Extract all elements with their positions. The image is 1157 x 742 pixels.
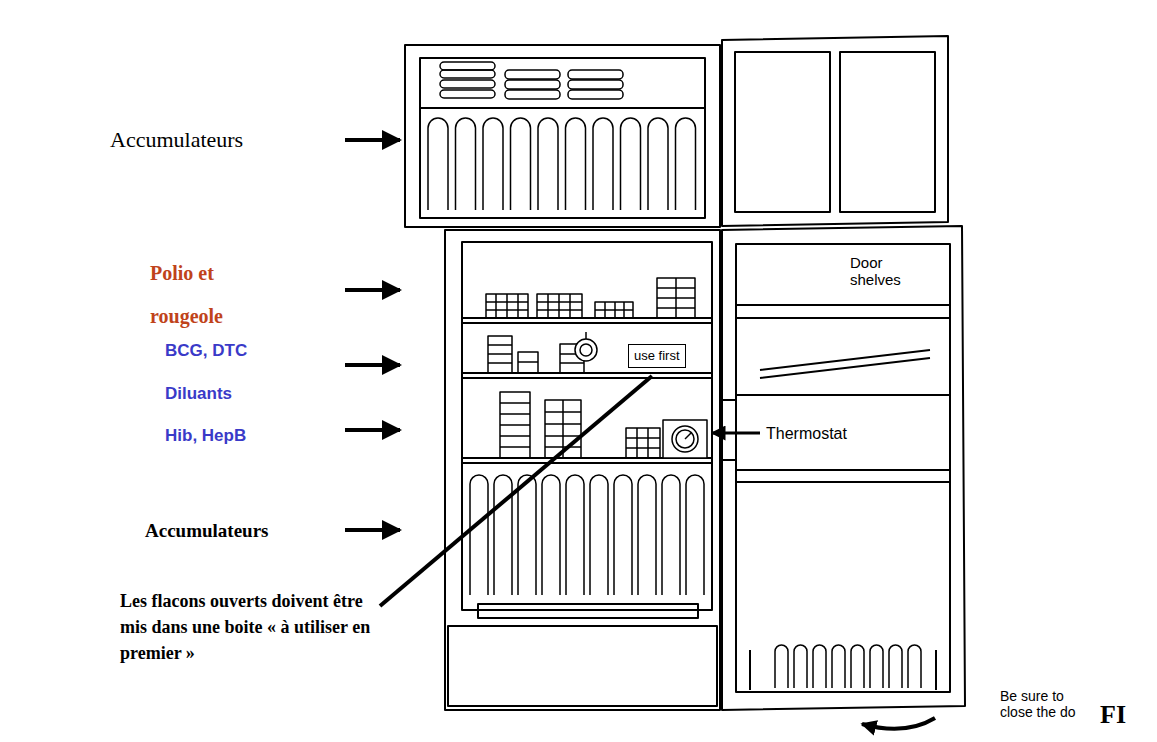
vaccine-label: BCG, DTC bbox=[165, 340, 305, 362]
bottle-symbol bbox=[621, 118, 641, 210]
label-box: use first bbox=[628, 344, 686, 368]
bottle-symbol bbox=[686, 475, 704, 595]
bottle-symbol bbox=[456, 118, 476, 210]
bottle-symbol bbox=[538, 118, 558, 210]
cut-off-text: FI bbox=[1100, 700, 1150, 730]
bottle-symbol bbox=[483, 118, 503, 210]
bottle-symbol bbox=[593, 118, 613, 210]
bottle-symbol bbox=[614, 475, 632, 595]
bottle-symbol bbox=[775, 645, 788, 688]
instruction-text: Be sure to close the do bbox=[1000, 688, 1082, 720]
part-label: Door shelves bbox=[850, 254, 930, 288]
bottle-symbol bbox=[794, 645, 807, 688]
note-text: Les flacons ouverts doivent être mis dan… bbox=[120, 588, 375, 666]
bottle-symbol bbox=[870, 645, 883, 688]
bottle-symbol bbox=[566, 118, 586, 210]
bottle-symbol bbox=[638, 475, 656, 595]
bottle-symbol bbox=[832, 645, 845, 688]
vaccine-label: Hib, HepB bbox=[165, 425, 305, 447]
bottle-symbol bbox=[428, 118, 448, 210]
bottle-symbol bbox=[470, 475, 488, 595]
bottle-symbol bbox=[648, 118, 668, 210]
bottle-symbol bbox=[851, 645, 864, 688]
part-label: Thermostat bbox=[766, 424, 866, 443]
bottle-symbol bbox=[813, 645, 826, 688]
bottle-symbol bbox=[908, 645, 921, 688]
bottle-symbol bbox=[542, 475, 560, 595]
box-text: use first bbox=[634, 348, 680, 364]
bottle-symbol bbox=[566, 475, 584, 595]
bottle-symbol bbox=[889, 645, 902, 688]
vaccine-label: Diluants bbox=[165, 383, 305, 405]
bottle-symbol bbox=[676, 118, 696, 210]
bottle-symbol bbox=[494, 475, 512, 595]
part-label: Accumulateurs bbox=[110, 127, 310, 153]
vaccine-label: Polio et rougeole bbox=[150, 252, 250, 338]
bottle-symbol bbox=[518, 475, 536, 595]
part-label: Accumulateurs bbox=[145, 519, 335, 543]
bottle-symbol bbox=[590, 475, 608, 595]
bottle-symbol bbox=[662, 475, 680, 595]
bottle-symbol bbox=[511, 118, 531, 210]
